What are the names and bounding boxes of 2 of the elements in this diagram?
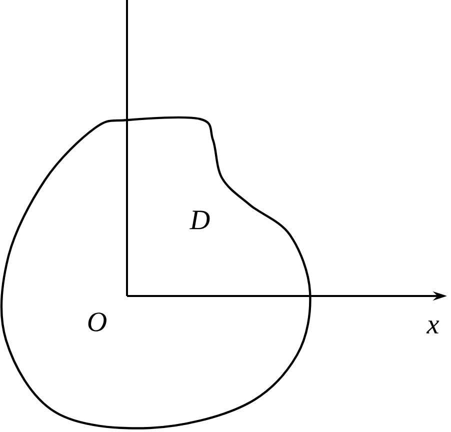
axis-label: x	[426, 320, 439, 334]
axis-label: O	[88, 312, 106, 332]
